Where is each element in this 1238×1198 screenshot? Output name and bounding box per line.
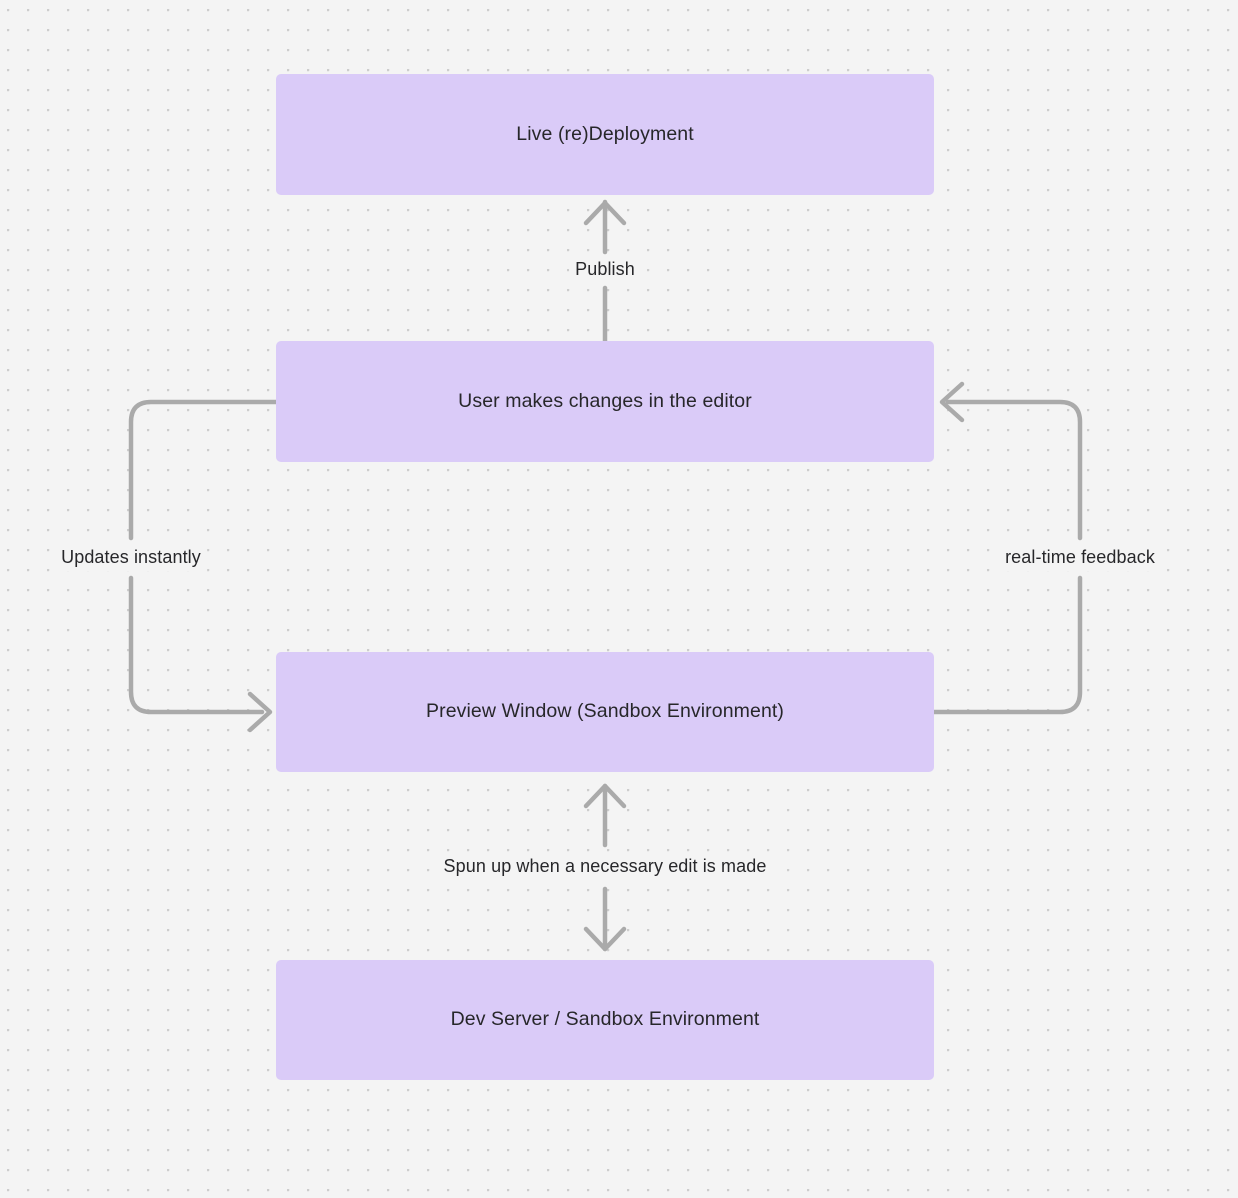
node-dev-server[interactable]: Dev Server / Sandbox Environment xyxy=(276,960,934,1080)
edge-label-spun-up: Spun up when a necessary edit is made xyxy=(437,854,773,880)
node-user-makes-changes[interactable]: User makes changes in the editor xyxy=(276,341,934,462)
node-live-redeployment-label: Live (re)Deployment xyxy=(516,122,694,145)
node-preview-window[interactable]: Preview Window (Sandbox Environment) xyxy=(276,652,934,772)
edge-label-updates-instantly: Updates instantly xyxy=(55,545,207,571)
node-preview-window-label: Preview Window (Sandbox Environment) xyxy=(426,700,784,723)
node-user-makes-changes-label: User makes changes in the editor xyxy=(458,389,752,412)
node-dev-server-label: Dev Server / Sandbox Environment xyxy=(450,1008,760,1031)
node-live-redeployment[interactable]: Live (re)Deployment xyxy=(276,74,934,195)
edge-label-publish: Publish xyxy=(569,257,641,283)
edge-label-real-time-feedback: real-time feedback xyxy=(999,545,1161,571)
